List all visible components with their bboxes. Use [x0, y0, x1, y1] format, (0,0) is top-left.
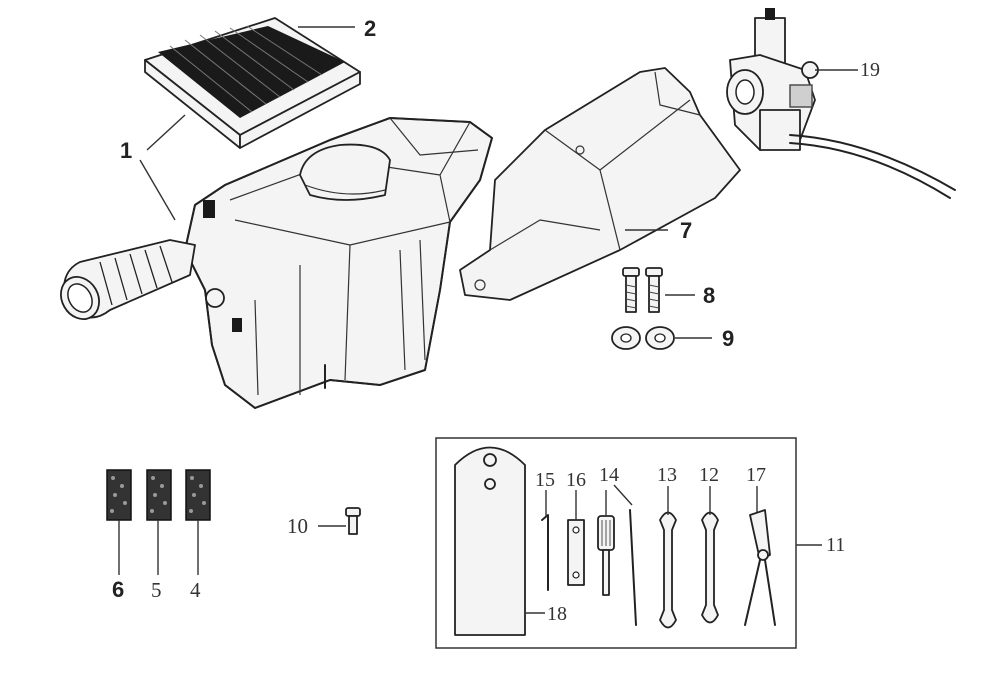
callout-6: 6 — [112, 577, 124, 602]
bolt-icon — [622, 267, 663, 313]
leader-lines — [118, 26, 858, 614]
callout-18: 18 — [547, 603, 567, 625]
callout-19: 19 — [860, 59, 880, 81]
callout-14: 14 — [599, 464, 619, 486]
callout-7: 7 — [680, 218, 692, 243]
callout-5: 5 — [151, 578, 162, 602]
bolt-icon — [345, 507, 361, 535]
callout-4: 4 — [190, 578, 201, 602]
callout-15: 15 — [535, 469, 555, 491]
carburetor-icon — [726, 8, 956, 199]
callout-9: 9 — [722, 326, 734, 351]
washer-icon — [611, 326, 675, 350]
callout-8: 8 — [703, 283, 715, 308]
air-filter-icon — [144, 17, 361, 149]
foam-filter-icon — [106, 469, 211, 521]
toolkit-icon — [435, 437, 797, 649]
callout-13: 13 — [657, 464, 677, 486]
airbox-cover-icon — [459, 67, 741, 301]
callout-16: 16 — [566, 469, 586, 491]
callout-12: 12 — [699, 464, 719, 486]
callout-10: 10 — [287, 514, 308, 538]
callout-2: 2 — [364, 16, 376, 41]
airbox-icon — [60, 117, 493, 409]
callout-11: 11 — [826, 534, 845, 556]
callout-1: 1 — [120, 138, 132, 163]
callout-17: 17 — [746, 464, 766, 486]
